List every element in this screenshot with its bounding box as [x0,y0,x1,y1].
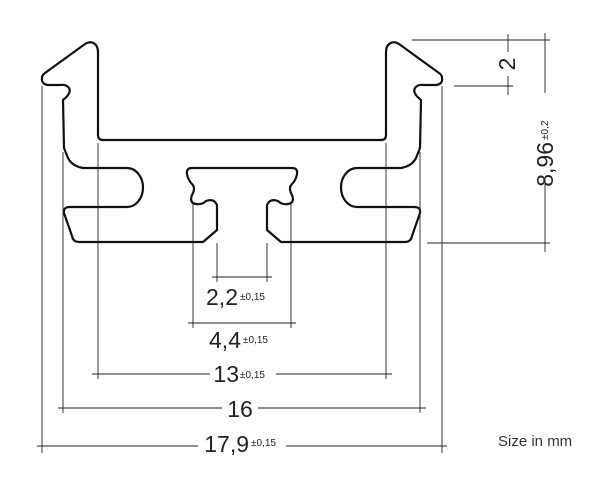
extension-lines [41,86,443,453]
dim-lip-height: 2 [494,58,520,71]
dim-value: 4,4 [209,327,241,353]
dim-tolerance: ±0,15 [251,438,276,449]
dim-inner-width: 13 ±0,15 [213,361,265,387]
dim-value: 17,9 [204,431,249,457]
dim-value: 2 [494,58,520,71]
profile-outline [40,41,444,244]
dim-tolerance: ±0,15 [240,292,265,303]
dimension-lines [37,33,550,447]
dim-tolerance: ±0,15 [243,335,268,346]
dim-value: 16 [227,396,253,422]
dim-overall-width: 17,9 ±0,15 [204,431,276,457]
dim-value: 13 [213,361,239,387]
profile-right-half [240,41,444,244]
dim-tolerance: ±0,15 [240,370,265,381]
dim-value: 8,96 [532,142,558,187]
dim-slot-outer: 4,4 ±0,15 [209,327,268,353]
dim-value: 2,2 [206,284,238,310]
dim-slot-inner: 2,2 ±0,15 [206,284,265,310]
dim-mid-width: 16 [227,396,253,422]
units-note: Size in mm [498,433,572,450]
dim-tolerance: ±0,2 [540,120,551,140]
dim-overall-height: 8,96 ±0,2 [532,120,558,187]
profile-left-half [40,41,242,244]
